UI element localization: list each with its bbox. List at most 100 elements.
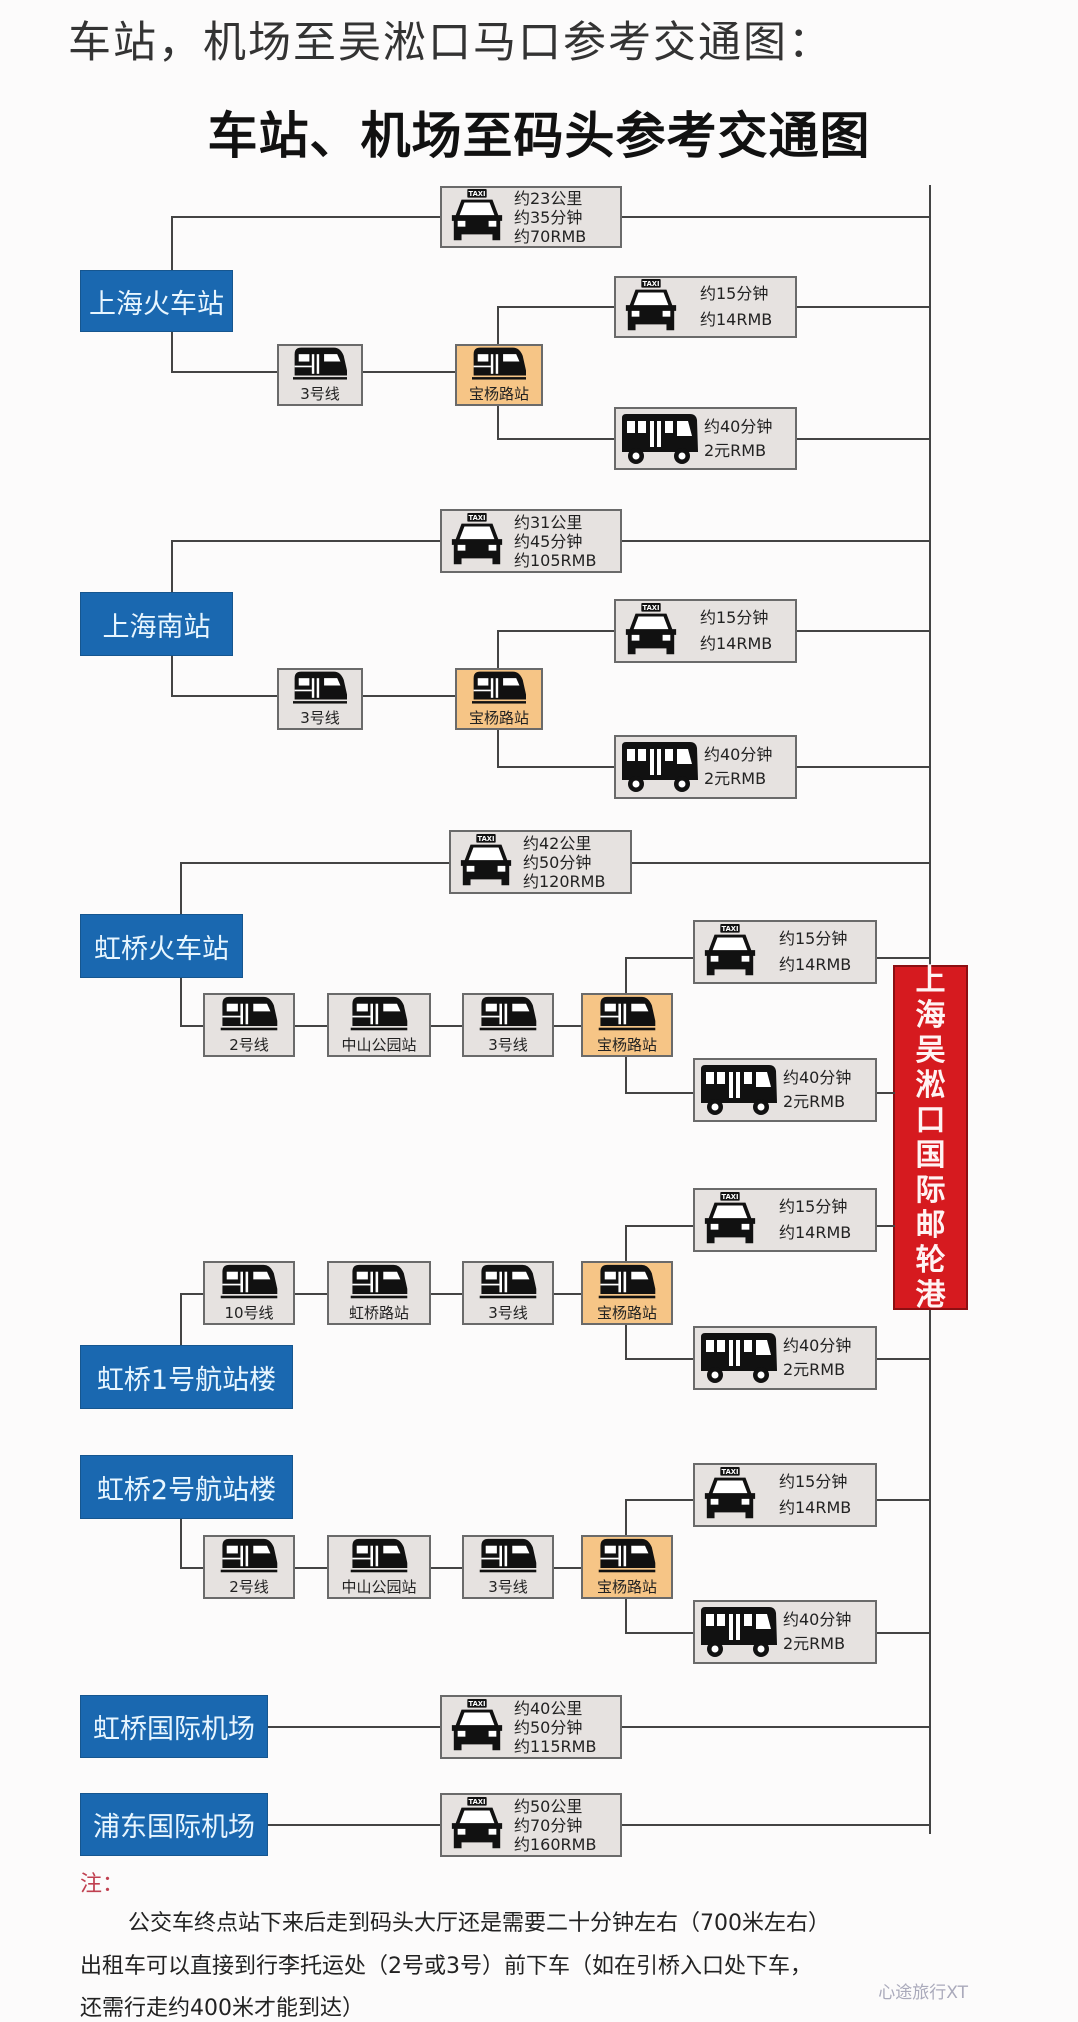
- bus-icon: [620, 740, 700, 794]
- metro-step: 3号线: [277, 668, 363, 730]
- connector: [171, 216, 441, 218]
- taxi-icon: [699, 923, 761, 981]
- metro-label: 宝杨路站: [596, 1578, 657, 1596]
- metro-label: 3号线: [300, 385, 340, 403]
- fare: 约14RMB: [779, 955, 852, 974]
- metro-label: 宝杨路站: [468, 709, 529, 727]
- bus-icon: [699, 1331, 779, 1385]
- metro-icon: [219, 995, 279, 1033]
- taxi-transfer-card: 约15分钟约14RMB: [614, 599, 797, 663]
- connector: [268, 1726, 440, 1728]
- taxi-icon: [455, 833, 517, 891]
- bus-icon: [699, 1063, 779, 1117]
- metro-icon: [219, 1537, 279, 1575]
- destination-char: 际: [915, 1172, 946, 1208]
- taxi-direct-card: 约42公里约50分钟约120RMB: [449, 830, 632, 894]
- connector: [497, 438, 614, 440]
- origin-label: 浦东国际机场: [93, 1812, 255, 1843]
- metro-icon: [290, 346, 350, 382]
- taxi-icon: [699, 1466, 761, 1524]
- metro-label: 中山公园站: [341, 1036, 417, 1054]
- destination-char: 海: [915, 997, 946, 1033]
- metro-step: 3号线: [462, 993, 554, 1057]
- bus-icon: [620, 412, 700, 466]
- taxi-transfer-card: 约15分钟约14RMB: [693, 1463, 877, 1527]
- duration: 约45分钟: [514, 531, 583, 551]
- metro-icon: [349, 1263, 409, 1301]
- origin-label: 上海火车站: [89, 288, 224, 320]
- metro-label: 中山公园站: [341, 1578, 417, 1596]
- duration: 约40分钟: [704, 416, 773, 436]
- taxi-icon: [446, 1698, 508, 1756]
- connector: [625, 1499, 693, 1501]
- connector: [180, 1518, 182, 1568]
- duration: 约35分钟: [514, 207, 583, 227]
- connector: [632, 862, 930, 864]
- destination-char: 淞: [915, 1067, 946, 1103]
- watermark: 心途旅行XT: [878, 1983, 968, 2003]
- connector: [877, 1225, 895, 1227]
- metro-label: 3号线: [300, 709, 340, 727]
- taxi-transfer-card: 约15分钟约14RMB: [614, 276, 797, 338]
- connector: [171, 695, 277, 697]
- taxi-icon: [446, 1796, 508, 1854]
- connector: [180, 862, 450, 864]
- destination-char: 国: [915, 1137, 946, 1173]
- taxi-direct-card: 约50公里约70分钟约160RMB: [440, 1793, 622, 1857]
- metro-label: 3号线: [488, 1036, 528, 1054]
- connector: [797, 306, 930, 308]
- metro-label: 10号线: [224, 1304, 274, 1322]
- metro-icon: [597, 995, 657, 1033]
- metro-icon: [469, 346, 529, 382]
- taxi-icon: [446, 512, 508, 570]
- connector: [268, 1824, 440, 1826]
- metro-step: 2号线: [203, 993, 295, 1057]
- duration: 约40分钟: [783, 1068, 852, 1087]
- duration: 约50分钟: [514, 1717, 583, 1737]
- duration: 约70分钟: [514, 1815, 583, 1835]
- connector: [625, 1225, 693, 1227]
- taxi-icon: [699, 1191, 761, 1249]
- metro-icon: [469, 670, 529, 706]
- metro-step: 中山公园站: [327, 1535, 431, 1599]
- connector: [625, 1358, 693, 1360]
- destination-char: 吴: [915, 1032, 946, 1068]
- taxi-transfer-card: 约15分钟约14RMB: [693, 1188, 877, 1252]
- fare: 约120RMB: [523, 871, 606, 891]
- connector: [171, 540, 441, 542]
- fare: 约14RMB: [779, 1498, 852, 1517]
- connector: [622, 1726, 930, 1728]
- origin-hongqiao-railway-station: 虹桥火车站: [80, 914, 243, 978]
- metro-icon: [219, 1263, 279, 1301]
- origin-label: 虹桥火车站: [94, 933, 229, 965]
- connector: [180, 1293, 182, 1346]
- destination-char: 上: [915, 962, 946, 998]
- metro-transfer-station: 宝杨路站: [581, 1535, 673, 1599]
- connector: [363, 371, 455, 373]
- metro-step: 虹桥路站: [327, 1261, 431, 1325]
- note-label: 注：: [80, 1872, 125, 1897]
- taxi-direct-card: 约31公里约45分钟约105RMB: [440, 509, 622, 573]
- metro-icon: [349, 995, 409, 1033]
- duration: 约15分钟: [779, 1472, 848, 1491]
- metro-label: 3号线: [488, 1578, 528, 1596]
- taxi-direct-card: 约40公里约50分钟约115RMB: [440, 1695, 622, 1759]
- connector: [877, 1358, 930, 1360]
- page-heading: 车站，机场至吴淞口马口参考交通图：: [68, 18, 833, 68]
- metro-step: 2号线: [203, 1535, 295, 1599]
- metro-icon: [597, 1537, 657, 1575]
- origin-pudong-airport: 浦东国际机场: [80, 1793, 268, 1856]
- connector: [497, 306, 614, 308]
- metro-label: 2号线: [229, 1578, 269, 1596]
- origin-label: 虹桥1号航站楼: [96, 1364, 277, 1396]
- origin-label: 上海南站: [102, 611, 211, 643]
- origin-shanghai-south-station: 上海南站: [80, 592, 233, 656]
- connector: [171, 371, 277, 373]
- metro-transfer-station: 宝杨路站: [455, 668, 543, 730]
- metro-icon: [478, 1537, 538, 1575]
- connector: [797, 766, 930, 768]
